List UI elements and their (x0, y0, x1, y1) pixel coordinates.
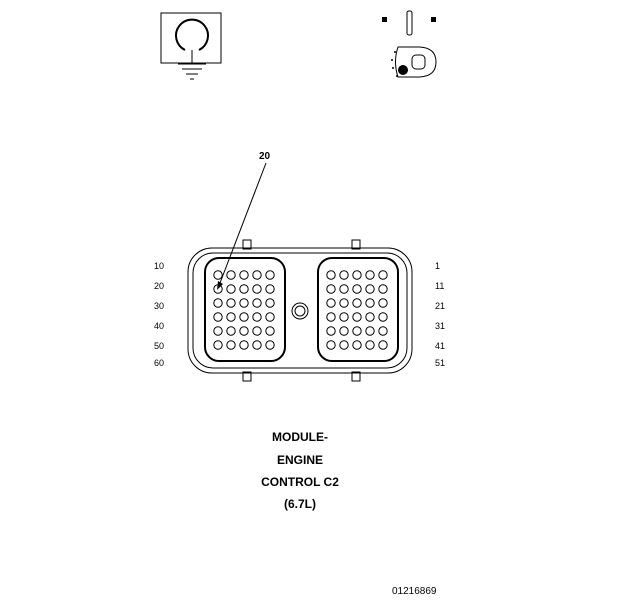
row-label-left: 10 (154, 261, 164, 271)
cavity (339, 298, 349, 308)
cavity (226, 312, 236, 322)
cavity (352, 312, 362, 322)
row-label-left: 60 (154, 358, 164, 368)
row-label-right: 1 (435, 261, 440, 271)
cavity (265, 270, 275, 280)
row-label-left: 20 (154, 281, 164, 291)
row-label-left: 40 (154, 321, 164, 331)
cavity (213, 270, 223, 280)
callout-label: 20 (259, 151, 271, 162)
cavity (265, 326, 275, 336)
row-label-left: 30 (154, 301, 164, 311)
cavity (339, 312, 349, 322)
cavity (226, 326, 236, 336)
cavity (365, 340, 375, 350)
cavity (365, 298, 375, 308)
cavity (239, 270, 249, 280)
row-labels-right: 1 11 21 31 41 51 (435, 261, 445, 368)
cavity (339, 340, 349, 350)
cavity (265, 340, 275, 350)
cavity (352, 284, 362, 294)
cavity (365, 312, 375, 322)
cavity (326, 312, 336, 322)
cavity (365, 284, 375, 294)
cavity (252, 284, 262, 294)
connector-c2 (187, 239, 413, 382)
cavity (378, 326, 388, 336)
cavity (326, 326, 336, 336)
cavity (213, 326, 223, 336)
row-labels-left: 10 20 30 40 50 60 (154, 261, 164, 368)
cavity (352, 270, 362, 280)
cavity (252, 298, 262, 308)
cavity (226, 284, 236, 294)
cavity (226, 298, 236, 308)
cavity (265, 284, 275, 294)
cavity (239, 298, 249, 308)
cavity (378, 270, 388, 280)
cavity (252, 312, 262, 322)
cavity (339, 270, 349, 280)
cavity-grid-right (326, 270, 388, 350)
cavity (326, 298, 336, 308)
cavity (265, 298, 275, 308)
cavity (378, 312, 388, 322)
cavity (365, 270, 375, 280)
connector-key-icon (382, 10, 437, 78)
cavity (352, 298, 362, 308)
cavity (252, 270, 262, 280)
caption-line: CONTROL C2 (261, 475, 339, 489)
row-label-right: 51 (435, 358, 445, 368)
row-label-right: 11 (435, 281, 444, 291)
cavity (378, 284, 388, 294)
cavity (226, 340, 236, 350)
cavity (326, 270, 336, 280)
row-label-left: 50 (154, 341, 164, 351)
caption-line: ENGINE (277, 453, 323, 467)
cavity (226, 270, 236, 280)
cavity (365, 326, 375, 336)
row-label-right: 31 (435, 321, 445, 331)
caption-line: (6.7L) (284, 497, 316, 511)
cavity (339, 326, 349, 336)
connector-caption: MODULE- ENGINE CONTROL C2 (6.7L) (261, 430, 339, 511)
cavity (326, 284, 336, 294)
callout-20: 20 (217, 151, 271, 290)
row-label-right: 21 (435, 301, 445, 311)
cavity (213, 340, 223, 350)
cavity-grid-left (213, 270, 275, 350)
cavity (252, 326, 262, 336)
cavity (239, 312, 249, 322)
cavity (339, 284, 349, 294)
cavity (213, 312, 223, 322)
cavity (252, 340, 262, 350)
cavity (326, 340, 336, 350)
cavity (265, 312, 275, 322)
cavity (352, 340, 362, 350)
cavity (239, 326, 249, 336)
cavity (239, 340, 249, 350)
cavity (378, 340, 388, 350)
caption-line: MODULE- (272, 430, 328, 444)
figure-id: 01216869 (392, 586, 437, 597)
cavity (239, 284, 249, 294)
ground-terminal-icon (160, 12, 222, 80)
cavity (352, 326, 362, 336)
cavity (213, 298, 223, 308)
row-label-right: 41 (435, 341, 445, 351)
cavity (378, 298, 388, 308)
